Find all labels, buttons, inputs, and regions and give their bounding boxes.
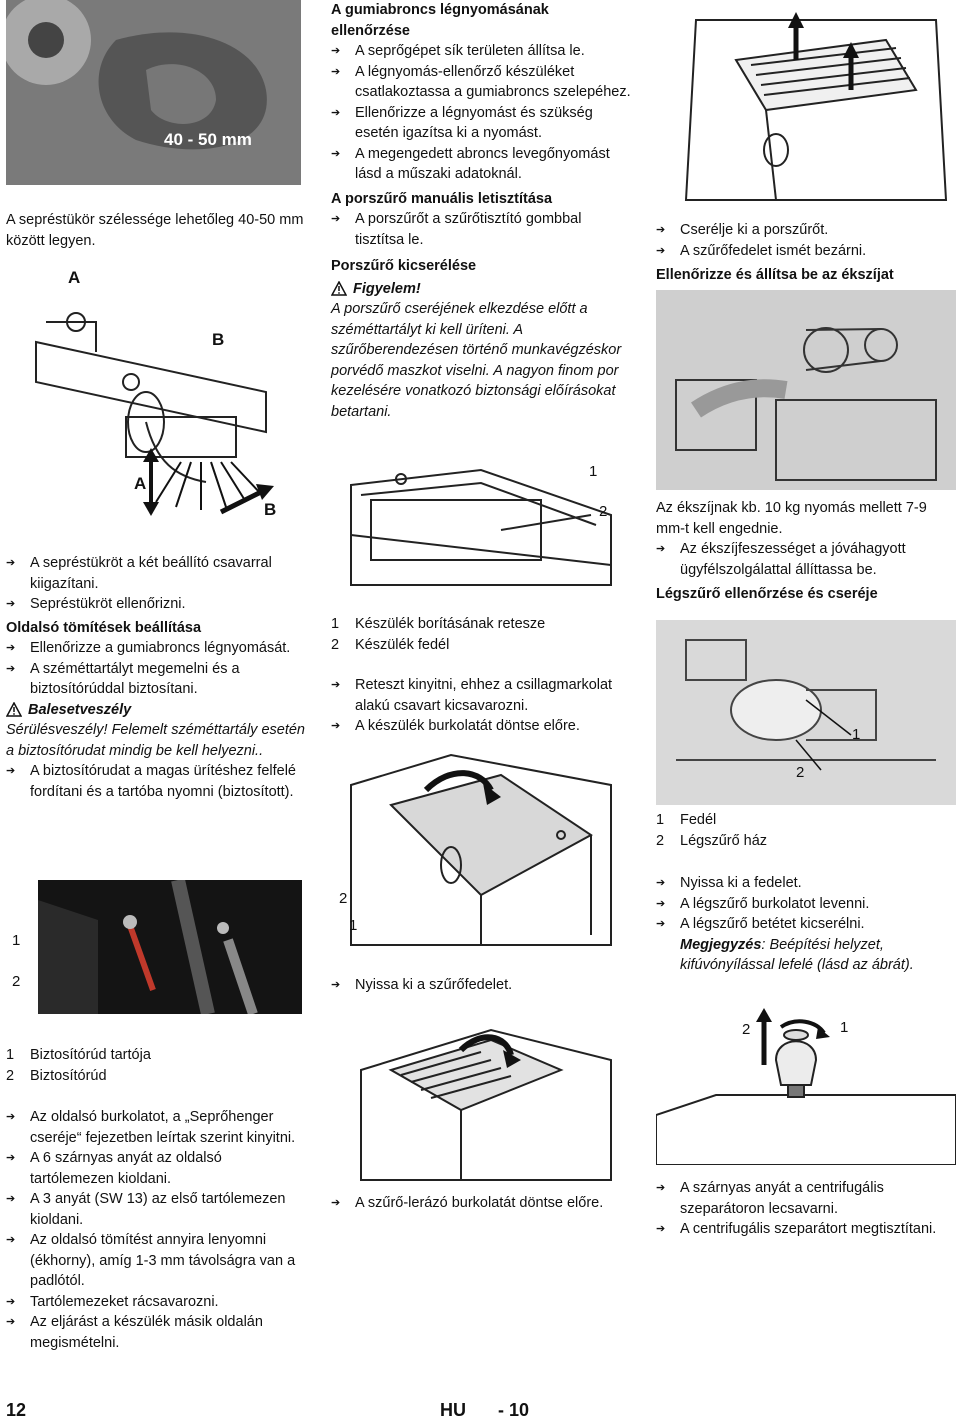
list-item: ➔Reteszt kinyitni, ehhez a csillagmarkol… <box>331 677 613 714</box>
section-heading-filter-clean: A porszűrő manuális letisztítása <box>331 190 553 207</box>
list-item: ➔A szűrő-lerázó burkolatát döntse előre. <box>331 1195 604 1211</box>
list-item: ➔A készülék burkolatát döntse előre. <box>331 718 580 734</box>
list-item: ➔Ellenőrizze a légnyomást és szükség ese… <box>331 104 593 142</box>
support-rod-photo: 1 2 <box>6 880 302 1014</box>
list-item: ➔A légszűrő burkolatot levenni. <box>656 895 870 912</box>
section-heading-belt: Ellenőrizze és állítsa be az ékszíjat <box>656 267 894 283</box>
list-item: ➔A centrifugális szeparátort megtisztíta… <box>656 1221 937 1237</box>
list-item: ➔A légnyomás-ellenőrző készüléket csatla… <box>331 63 631 101</box>
list-item: ➔Nyissa ki a fedelet. <box>656 875 802 891</box>
list-item: ➔Sepréstükröt ellenőrizni. <box>6 596 186 612</box>
warning-heading: Balesetveszély <box>6 700 306 721</box>
fig-num-1: 1 <box>589 463 598 480</box>
list-item: ➔A porszűrőt a szűrőtisztító gombbal tis… <box>331 211 582 248</box>
fig-num-2: 2 <box>742 1021 751 1038</box>
section-heading-side-seals: Oldalsó tömítések beállítása <box>6 619 202 636</box>
fig-num-2: 2 <box>599 503 608 520</box>
belt-spec-text: Az ékszíjnak kb. 10 kg nyomás mellett 7-… <box>656 500 927 537</box>
broom-mark-photo: 40 - 50 mm <box>6 0 301 185</box>
list-item: ➔A megengedett abroncs levegőnyomást lás… <box>331 145 610 183</box>
list-item: ➔A 6 szárnyas anyát az oldalsó tartóleme… <box>6 1150 222 1187</box>
machine-cover-illustration <box>350 468 612 586</box>
warning-triangle-icon <box>331 281 347 296</box>
fig-label-a-bottom: A <box>134 474 147 493</box>
list-item: ➔Az oldalsó tömítést annyira lenyomni (é… <box>6 1232 296 1289</box>
language-code: HU <box>440 1400 466 1420</box>
fig-num-2: 2 <box>796 764 805 781</box>
fig-num-1: 1 <box>349 917 358 934</box>
filter-shaker-illustration <box>360 1028 612 1181</box>
support-rod-illustration <box>38 880 302 1014</box>
fig-label-a-top: A <box>68 268 81 287</box>
list-item: ➔A 3 anyát (SW 13) az első tartólemezen … <box>6 1191 286 1228</box>
list-item: ➔Az eljárást a készülék másik oldalán me… <box>6 1314 263 1351</box>
section-heading-tire-pressure: A gumiabroncs légnyomásának ellenőrzése <box>331 2 549 39</box>
list-item: ➔A sepréstükröt a két beállító csavarral… <box>6 555 272 592</box>
fig-num-1: 1 <box>840 1019 849 1036</box>
broom-mark-caption: A sepréstükör szélessége lehetőleg 40-50… <box>6 212 304 249</box>
fig-num-2: 2 <box>339 890 348 907</box>
note-label: Megjegyzés <box>680 936 762 953</box>
caution-heading: Figyelem! <box>331 279 631 300</box>
tilted-cover-drawing: 2 1 <box>331 745 631 960</box>
page-subnumber: - 10 <box>498 1400 530 1420</box>
separator-illustration <box>656 1008 956 1165</box>
air-filter-photo: 1 2 <box>656 620 956 805</box>
list-item: ➔Nyissa ki a szűrőfedelet. <box>331 977 513 993</box>
list-item: ➔Ellenőrizze a gumiabroncs légnyomását. <box>6 640 291 656</box>
photo-num-1: 1 <box>12 932 21 949</box>
list-item: ➔A seprőgépet sík területen állítsa le. <box>331 43 585 59</box>
page-number: 12 <box>6 1400 27 1420</box>
list-item: ➔Cserélje ki a porszűrőt. <box>656 222 829 238</box>
warning-text: Sérülésveszély! Felemelt széméttartály e… <box>6 722 305 759</box>
warning-triangle-icon <box>6 702 22 717</box>
list-item: ➔A biztosítórudat a magas ürítéshez felf… <box>6 763 296 800</box>
list-item: ➔Az oldalsó burkolatot, a „Seprőhenger c… <box>6 1109 296 1146</box>
list-item: ➔A légszűrő betétet kicserélni. <box>656 916 865 932</box>
list-item: ➔A szárnyas anyát a centrifugális szepar… <box>656 1180 884 1217</box>
belt-photo <box>656 290 956 490</box>
broom-mark-illustration <box>6 0 301 185</box>
fig-label-b-bottom: B <box>264 500 277 519</box>
broom-adjuster-drawing: A B A B <box>6 262 306 520</box>
list-item: ➔A széméttartályt megemelni és a biztosí… <box>6 660 240 698</box>
machine-cover-drawing: 1 2 <box>331 455 631 605</box>
tilted-cover-illustration <box>350 753 612 946</box>
fig-num-1: 1 <box>852 726 861 743</box>
separator-drawing: 2 1 <box>656 1005 956 1165</box>
list-item: ➔A szűrőfedelet ismét bezárni. <box>656 242 867 259</box>
belt-illustration <box>656 290 956 490</box>
caution-text: A porszűrő cseréjének elkezdése előtt a … <box>331 301 622 420</box>
dust-filter-illustration <box>684 12 948 201</box>
broom-adjuster-illustration <box>35 312 274 516</box>
photo-num-2: 2 <box>12 973 21 990</box>
list-item: ➔Az ékszíjfeszességet a jóváhagyott ügyf… <box>656 541 906 578</box>
broom-width-label: 40 - 50 mm <box>164 130 252 149</box>
air-filter-illustration <box>656 620 956 805</box>
section-heading-filter-change: Porszűrő kicserélése <box>331 258 477 274</box>
filter-shaker-drawing <box>331 1010 631 1185</box>
section-heading-air-filter: Légszűrő ellenőrzése és cseréje <box>656 586 878 602</box>
list-item: ➔Tartólemezeket rácsavarozni. <box>6 1293 219 1310</box>
dust-filter-drawing <box>656 0 956 215</box>
fig-label-b-top: B <box>212 330 225 349</box>
note-text: Megjegyzés: Beépítési helyzet, kifúvónyí… <box>680 936 914 974</box>
